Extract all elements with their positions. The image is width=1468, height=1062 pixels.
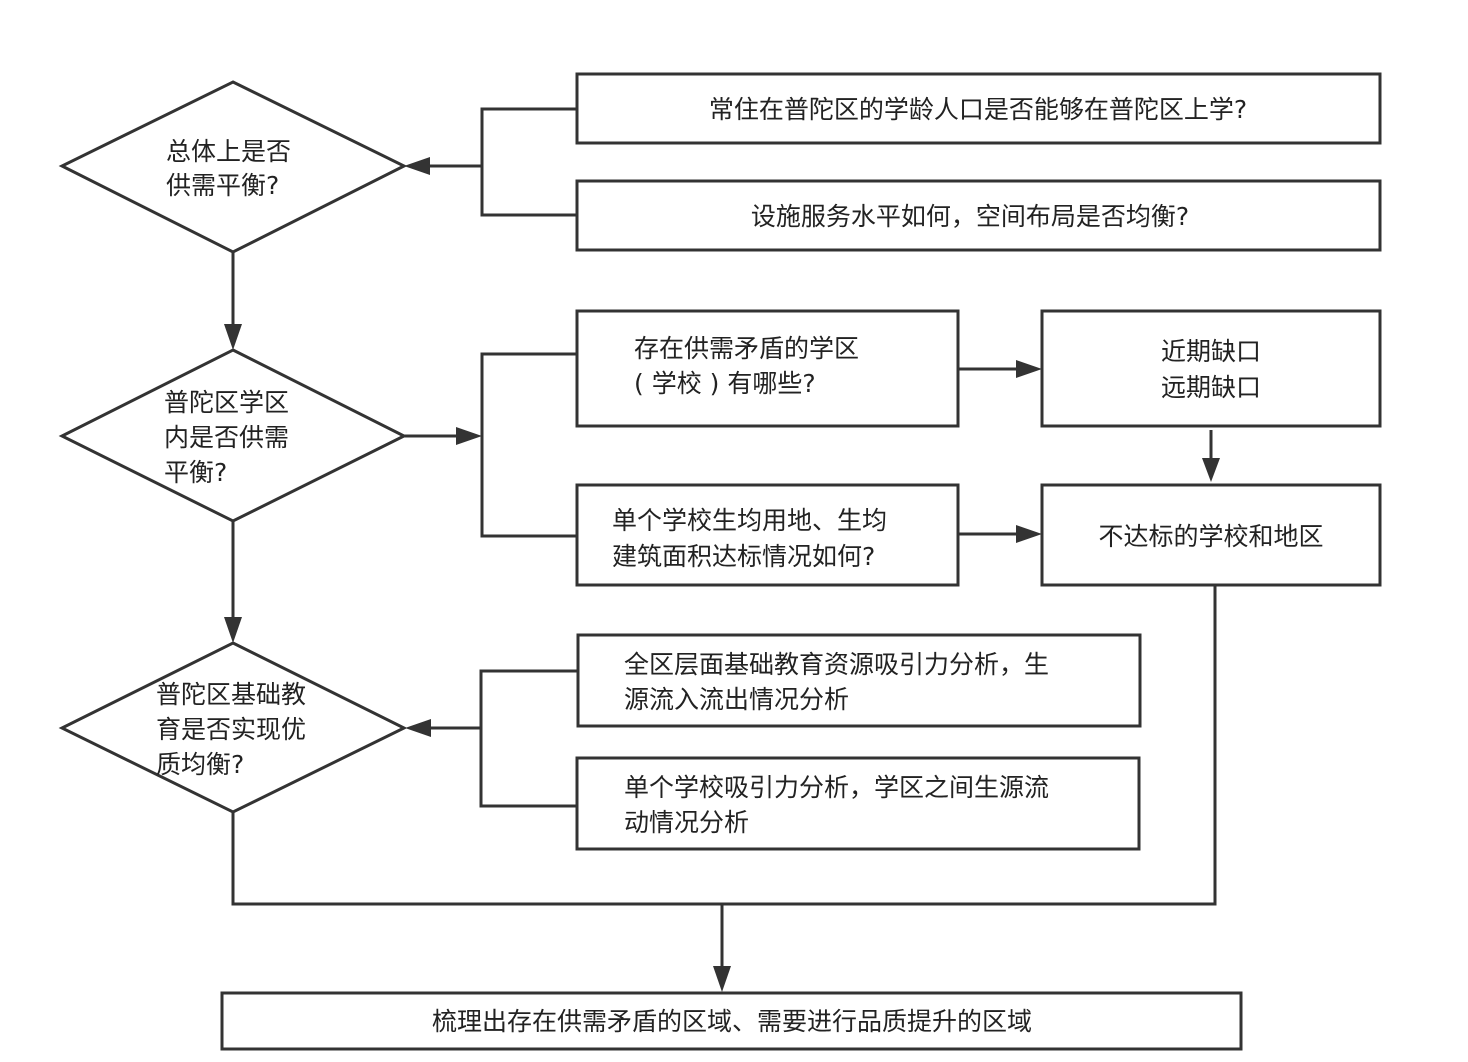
box-b7: 全区层面基础教育资源吸引力分析，生 源流入流出情况分析 xyxy=(576,633,1142,728)
decision-d3: 普陀区基础教 育是否实现优 质均衡? xyxy=(58,641,408,814)
decision-d2-line-1: 普陀区学区 xyxy=(164,388,289,417)
box-b3-line-2: ( 学校 ) 有哪些? xyxy=(634,369,816,398)
box-b6: 不达标的学校和地区 xyxy=(1040,483,1382,587)
arrow-into-d2 xyxy=(224,324,242,350)
decision-d1-line-2: 供需平衡? xyxy=(166,171,279,200)
arrow-into-b9 xyxy=(713,966,731,992)
box-b5-line-1: 单个学校生均用地、生均 xyxy=(612,506,887,535)
arrow-b4-into-b6 xyxy=(1202,458,1220,482)
box-b5-line-2: 建筑面积达标情况如何? xyxy=(612,542,875,571)
decision-d3-line-3: 质均衡? xyxy=(156,750,244,779)
box-b4-line-2: 远期缺口 xyxy=(1161,373,1261,402)
decision-d2: 普陀区学区 内是否供需 平衡? xyxy=(58,348,408,523)
decision-d2-line-2: 内是否供需 xyxy=(164,423,289,452)
decision-d3-line-1: 普陀区基础教 xyxy=(156,680,306,709)
box-b4: 近期缺口 远期缺口 xyxy=(1040,309,1382,428)
box-b3: 存在供需矛盾的学区 ( 学校 ) 有哪些? xyxy=(575,309,960,428)
decision-d1-line-1: 总体上是否 xyxy=(166,137,291,166)
decision-d2-line-3: 平衡? xyxy=(164,458,227,487)
arrow-into-b6 xyxy=(1016,525,1042,543)
connector-b3-b5-bracket xyxy=(480,352,577,538)
box-b6-line-1: 不达标的学校和地区 xyxy=(1098,522,1323,551)
arrow-into-d3 xyxy=(224,617,242,643)
decision-d1: 总体上是否 供需平衡? xyxy=(58,80,408,254)
connector-merge xyxy=(231,586,1217,906)
box-b8-line-2: 动情况分析 xyxy=(624,808,749,837)
arrow-into-d3-side xyxy=(405,719,431,737)
connector-b1-b2-bracket xyxy=(480,107,577,217)
box-b1: 常住在普陀区的学龄人口是否能够在普陀区上学? xyxy=(575,72,1382,145)
connector-b7-b8-bracket xyxy=(479,669,577,808)
box-b1-line-1: 常住在普陀区的学龄人口是否能够在普陀区上学? xyxy=(709,95,1247,124)
box-b2: 设施服务水平如何，空间布局是否均衡? xyxy=(575,179,1382,252)
arrow-d2-branch xyxy=(456,427,482,445)
box-b9-line-1: 梳理出存在供需矛盾的区域、需要进行品质提升的区域 xyxy=(432,1007,1032,1036)
arrow-into-b4 xyxy=(1016,360,1042,378)
box-b2-line-1: 设施服务水平如何，空间布局是否均衡? xyxy=(751,202,1189,231)
box-b5: 单个学校生均用地、生均 建筑面积达标情况如何? xyxy=(575,483,960,587)
box-b8-line-1: 单个学校吸引力分析，学区之间生源流 xyxy=(624,773,1049,802)
box-b7-line-1: 全区层面基础教育资源吸引力分析，生 xyxy=(624,650,1049,679)
box-b8: 单个学校吸引力分析，学区之间生源流 动情况分析 xyxy=(575,756,1141,851)
decision-d3-line-2: 育是否实现优 xyxy=(156,715,306,744)
box-b9: 梳理出存在供需矛盾的区域、需要进行品质提升的区域 xyxy=(220,991,1243,1051)
box-b7-line-2: 源流入流出情况分析 xyxy=(624,685,849,714)
box-b4-line-1: 近期缺口 xyxy=(1161,337,1261,366)
arrow-into-d1 xyxy=(404,157,430,175)
box-b3-line-1: 存在供需矛盾的学区 xyxy=(634,334,859,363)
